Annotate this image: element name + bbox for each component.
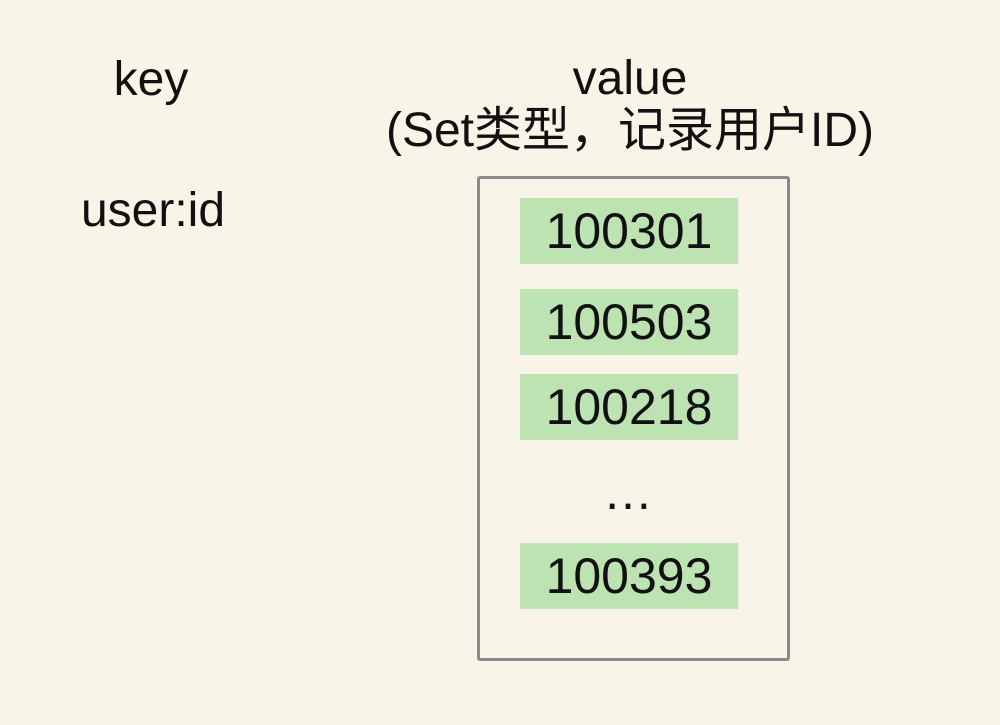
key-column-header: key bbox=[113, 53, 189, 106]
value-header-subtitle: (Set类型，记录用户ID) bbox=[385, 104, 875, 157]
set-member: 100218 bbox=[520, 374, 738, 440]
set-member: 100301 bbox=[520, 198, 738, 264]
set-member: 100503 bbox=[520, 289, 738, 355]
set-value-box: 100301 100503 100218 … 100393 bbox=[477, 176, 790, 661]
value-header-label: value bbox=[572, 52, 688, 105]
value-column-header: value (Set类型，记录用户ID) bbox=[330, 53, 930, 157]
key-name-label: user:id bbox=[80, 184, 226, 237]
set-member: 100393 bbox=[520, 543, 738, 609]
ellipsis-indicator: … bbox=[603, 464, 655, 520]
